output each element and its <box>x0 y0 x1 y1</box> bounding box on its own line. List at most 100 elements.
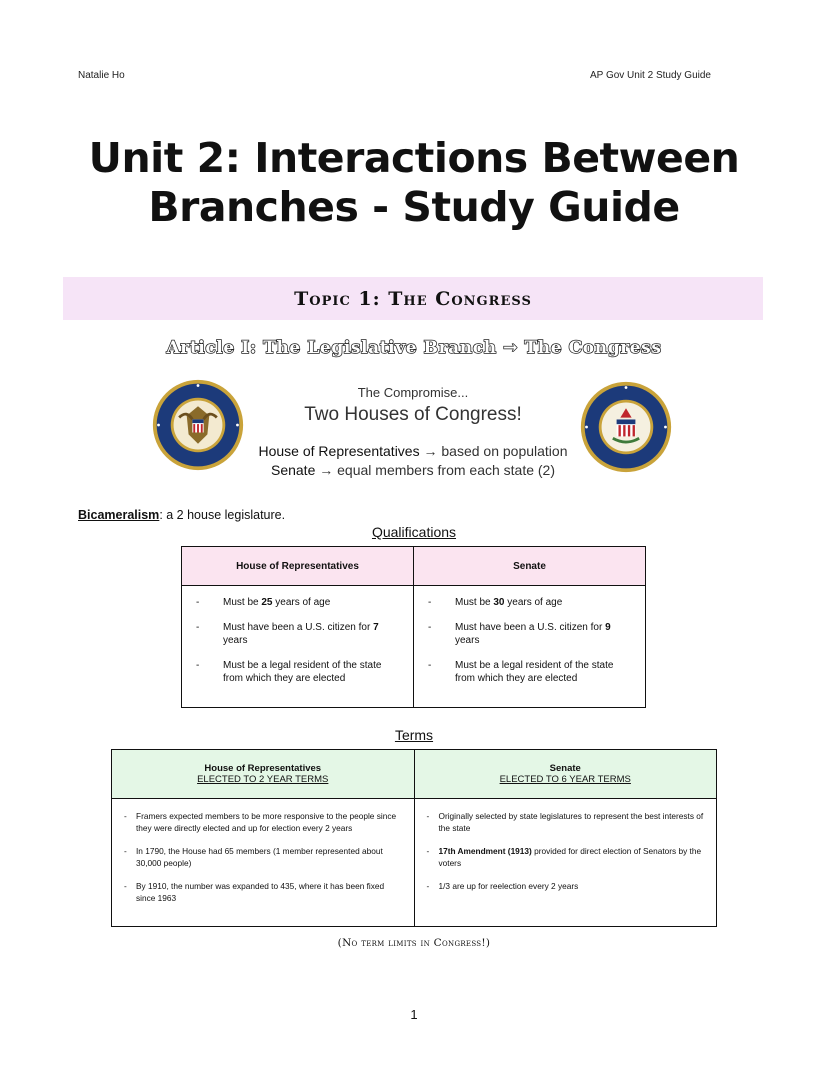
title-line-1: Unit 2: Interactions Between <box>88 134 740 182</box>
header-course: AP Gov Unit 2 Study Guide <box>590 70 711 81</box>
qual-senate-cell: - Must be 30 years of age - Must have been … <box>413 585 646 708</box>
list-item-pre: Must be <box>223 597 262 608</box>
list-item-pre: Must be <box>455 597 494 608</box>
terms-house-title: House of Representatives <box>204 763 322 774</box>
header-author: Natalie Ho <box>78 70 125 81</box>
qualifications-label: Qualifications <box>371 524 457 540</box>
terms-house-sub: ELECTED TO 2 YEAR TERMS <box>197 774 329 785</box>
list-item-post: provided for direct election of Senators… <box>438 846 702 868</box>
page-title: Unit 2: Interactions Between Branches - … <box>60 134 768 232</box>
list-item-pre: Must be a legal resident of the state fr… <box>455 660 614 684</box>
senate-seal-icon <box>580 381 672 473</box>
list-item: - Must be 25 years of age <box>196 596 403 609</box>
terms-table: House of Representatives ELECTED TO 2 YE… <box>111 749 717 927</box>
qualifications-body-row: - Must be 25 years of age - Must have been … <box>181 585 646 708</box>
terms-senate-cell: -Originally selected by state legislatur… <box>413 798 717 927</box>
list-item-text: Must be 30 years of age <box>455 596 562 609</box>
list-item-text: 17th Amendment (1913) provided for direc… <box>439 846 707 869</box>
list-item: -Framers expected members to be more res… <box>124 811 404 834</box>
list-item: -Originally selected by state legislatur… <box>427 811 707 834</box>
bullet-dash: - <box>124 846 127 856</box>
senate-desc: → equal members from each state (2) <box>315 462 556 478</box>
list-item-post: years of age <box>272 597 331 608</box>
list-item: - Must be 30 years of age <box>428 596 635 609</box>
bullet-dash: - <box>428 622 432 633</box>
list-item-bold: 25 <box>261 597 273 608</box>
list-item-post: years <box>223 635 248 646</box>
list-item: -1/3 are up for reelection every 2 years <box>427 881 707 893</box>
list-item-text: Must be a legal resident of the state fr… <box>223 659 403 685</box>
bullet-dash: - <box>196 660 200 671</box>
list-item: -By 1910, the number was expanded to 435… <box>124 881 404 904</box>
terms-label: Terms <box>394 727 434 743</box>
terms-senate-title: Senate <box>549 763 581 774</box>
list-item-text: 1/3 are up for reelection every 2 years <box>439 881 579 893</box>
list-item-bold: 17th Amendment (1913) <box>438 846 532 856</box>
compromise-house: House of Representatives → based on popu… <box>240 443 586 459</box>
bullet-dash: - <box>124 881 127 891</box>
bicameralism-definition: Bicameralism: a 2 house legislature. <box>78 508 285 522</box>
bullet-dash: - <box>196 622 200 633</box>
list-item: - Must be a legal resident of the state f… <box>196 659 403 685</box>
qualifications-header-row: House of Representatives Senate <box>181 546 646 586</box>
list-item: -In 1790, the House had 65 members (1 me… <box>124 846 404 869</box>
bullet-dash: - <box>196 597 200 608</box>
list-item-text: Framers expected members to be more resp… <box>136 811 404 834</box>
list-item-pre: In 1790, the House had 65 members (1 mem… <box>136 846 383 868</box>
topic-title: Topic 1: The Congress <box>294 287 532 310</box>
list-item-pre: Must have been a U.S. citizen for <box>223 622 374 633</box>
terms-header-senate: Senate ELECTED TO 6 YEAR TERMS <box>413 749 717 799</box>
list-item-pre: Framers expected members to be more resp… <box>136 811 397 833</box>
compromise-intro: The Compromise... <box>357 385 469 400</box>
list-item-pre: 1/3 are up for reelection every 2 years <box>438 881 579 891</box>
list-item: - Must have been a U.S. citizen for 7 yea… <box>196 621 403 647</box>
bullet-dash: - <box>428 660 432 671</box>
list-item-pre: Must be a legal resident of the state fr… <box>223 660 382 684</box>
qual-house-cell: - Must be 25 years of age - Must have been … <box>181 585 414 708</box>
bicameralism-term: Bicameralism <box>78 508 160 522</box>
senate-term: Senate <box>270 462 316 478</box>
list-item-text: Must have been a U.S. citizen for 7 year… <box>223 621 403 647</box>
list-item-bold: 9 <box>605 622 611 633</box>
compromise-senate: Senate → equal members from each state (… <box>240 462 586 478</box>
list-item-text: By 1910, the number was expanded to 435,… <box>136 881 404 904</box>
title-line-2: Branches - Study Guide <box>148 183 680 231</box>
bullet-dash: - <box>428 597 432 608</box>
list-item-pre: By 1910, the number was expanded to 435,… <box>136 881 385 903</box>
list-item-post: years <box>455 635 480 646</box>
list-item-post: years of age <box>504 597 563 608</box>
page-number: 1 <box>410 1007 418 1022</box>
list-item-text: Originally selected by state legislature… <box>439 811 707 834</box>
house-term: House of Representatives <box>258 443 420 459</box>
list-item-pre: Must have been a U.S. citizen for <box>455 622 606 633</box>
bullet-dash: - <box>426 881 430 891</box>
terms-header-house: House of Representatives ELECTED TO 2 YE… <box>111 749 415 799</box>
list-item: -17th Amendment (1913) provided for dire… <box>427 846 707 869</box>
bullet-dash: - <box>124 811 127 821</box>
bullet-dash: - <box>426 846 430 856</box>
list-item-text: Must be a legal resident of the state fr… <box>455 659 635 685</box>
list-item: - Must be a legal resident of the state f… <box>428 659 635 685</box>
qualifications-table: House of Representatives Senate - Must be… <box>181 546 646 708</box>
bicameralism-text: : a 2 house legislature. <box>159 508 286 522</box>
compromise-headline: Two Houses of Congress! <box>304 404 522 425</box>
bullet-dash: - <box>426 811 430 821</box>
list-item-bold: 7 <box>373 622 379 633</box>
list-item-pre: Originally selected by state legislature… <box>438 811 704 833</box>
list-item-bold: 30 <box>493 597 505 608</box>
terms-house-cell: -Framers expected members to be more res… <box>111 798 415 927</box>
qual-header-house: House of Representatives <box>181 546 414 586</box>
terms-header-row: House of Representatives ELECTED TO 2 YE… <box>111 749 717 799</box>
list-item-text: Must be 25 years of age <box>223 596 330 609</box>
list-item-text: In 1790, the House had 65 members (1 mem… <box>136 846 404 869</box>
terms-body-row: -Framers expected members to be more res… <box>111 798 717 927</box>
topic-banner: Topic 1: The Congress <box>63 277 763 320</box>
no-term-limits-note: (No term limits in Congress!) <box>337 937 491 949</box>
list-item-text: Must have been a U.S. citizen for 9 year… <box>455 621 635 647</box>
terms-senate-sub: ELECTED TO 6 YEAR TERMS <box>499 774 631 785</box>
article-heading: Article I: The Legislative Branch → The … <box>166 337 662 359</box>
house-desc: → based on population <box>419 443 568 459</box>
list-item: - Must have been a U.S. citizen for 9 yea… <box>428 621 635 647</box>
house-seal-icon <box>152 379 244 471</box>
qual-header-senate: Senate <box>413 546 646 586</box>
